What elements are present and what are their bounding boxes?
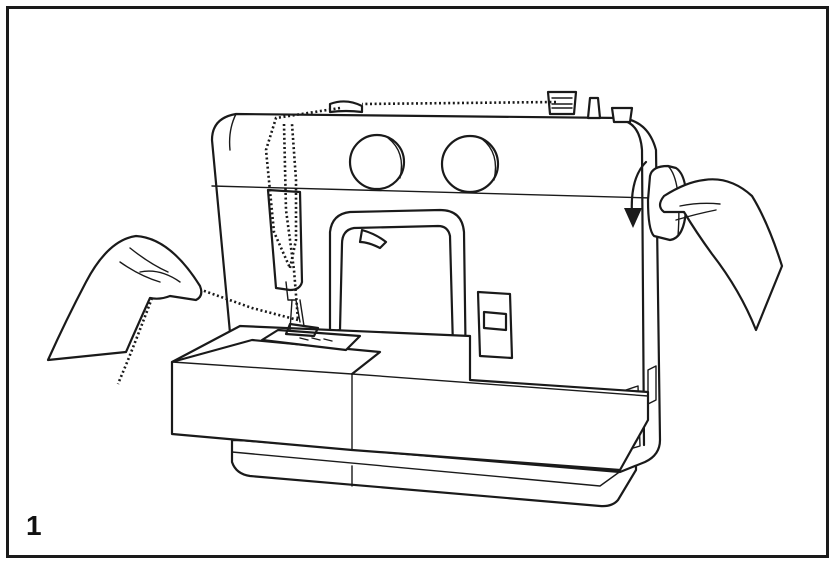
right-hand (658, 178, 784, 332)
arm-opening (328, 208, 468, 386)
arrow-down-curved-icon (624, 160, 648, 228)
bobbin-winder (586, 96, 634, 124)
reverse-lever (476, 290, 514, 360)
thread-path (116, 100, 557, 385)
figure-frame (6, 6, 829, 558)
spool-pin (546, 90, 578, 116)
step-number: 1 (26, 510, 42, 541)
dial-left (348, 133, 406, 191)
dial-right (440, 134, 500, 194)
left-hand (46, 234, 203, 362)
thread-guide (328, 100, 364, 114)
needle-head (266, 188, 388, 338)
